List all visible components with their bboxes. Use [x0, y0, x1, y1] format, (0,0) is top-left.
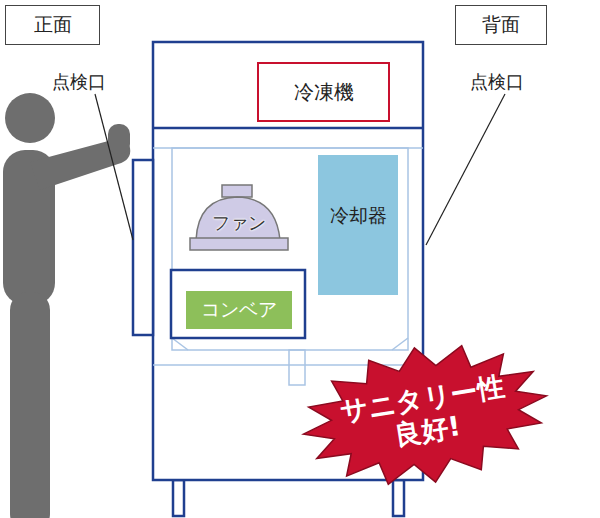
node-text: 背面 — [482, 14, 520, 36]
conveyor-frame — [171, 270, 305, 338]
part-label: 点検口 — [52, 70, 106, 94]
part-label: 点検口 — [470, 70, 524, 94]
conveyor-box: コンベア — [186, 291, 292, 329]
node-text: 正面 — [34, 14, 72, 36]
node-text: 冷凍機 — [294, 81, 354, 104]
node-text: コンベア — [201, 299, 277, 321]
view-label-box: 正面 — [5, 5, 100, 45]
inner-chamber — [153, 148, 423, 385]
inspection-door — [133, 160, 153, 335]
sanitary-burst: サニタリー性 良好! — [300, 345, 550, 485]
fan-unit: ファン — [188, 182, 290, 252]
cooler-box: 冷却器 — [318, 155, 398, 295]
node-text: 冷却器 — [330, 205, 387, 227]
view-label-box: 背面 — [455, 5, 547, 45]
refrigerator-box: 冷凍機 — [257, 62, 390, 122]
node-text: ファン — [212, 213, 266, 234]
